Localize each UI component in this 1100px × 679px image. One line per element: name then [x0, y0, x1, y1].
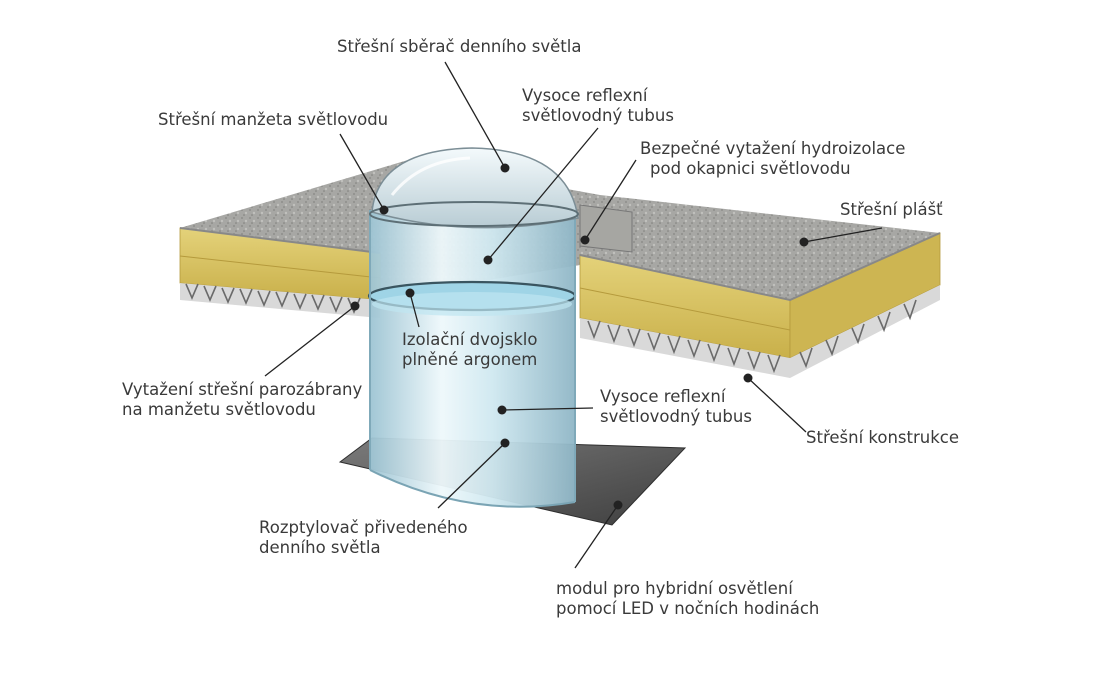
label-roof-collar: Střešní manžeta světlovodu: [158, 110, 388, 130]
label-tube-top: Vysoce reflexní světlovodný tubus: [522, 86, 674, 126]
label-vapor-barrier: Vytažení střešní parozábrany na manžetu …: [122, 380, 362, 420]
label-diffuser: Rozptylovač přivedeného denního světla: [259, 518, 468, 558]
label-tube-bottom: Vysoce reflexní světlovodný tubus: [600, 387, 752, 427]
daylight-collector-dome: [370, 148, 578, 228]
label-roof-collector: Střešní sběrač denního světla: [337, 37, 581, 57]
label-roof-structure: Střešní konstrukce: [806, 428, 959, 448]
label-roof-cladding: Střešní plášť: [840, 200, 943, 220]
label-double-glazing: Izolační dvojsklo plněné argonem: [402, 330, 537, 370]
curb-upstand: [580, 205, 632, 252]
label-led-module: modul pro hybridní osvětlení pomocí LED …: [556, 579, 819, 619]
label-waterproofing: Bezpečné vytažení hydroizolace pod okapn…: [640, 139, 905, 179]
